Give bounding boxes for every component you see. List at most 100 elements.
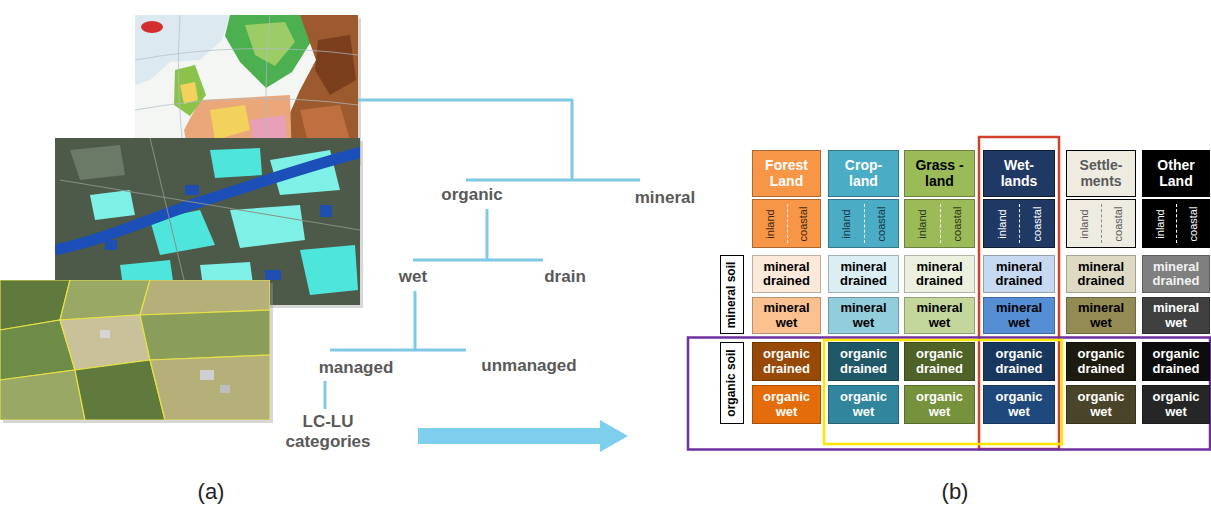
subcolumn-title: coastal — [1112, 206, 1124, 241]
tree-label: LC-LU categories — [278, 412, 378, 451]
land-cell: organic wet — [983, 385, 1055, 424]
column-title: Forest Land — [757, 158, 816, 189]
subcolumn-title: coastal — [1186, 206, 1198, 241]
soil-map-image — [245, 22, 295, 66]
column-title: Grass -land — [909, 158, 970, 189]
aerial-map-image — [55, 138, 360, 305]
subcolumn-title: coastal — [797, 206, 809, 241]
classification-tree — [324, 381, 327, 409]
cell-text: organic wet — [1071, 390, 1131, 419]
highlight-frame — [824, 340, 1062, 444]
row-title: mineral soil — [725, 261, 738, 328]
soil-map-image — [210, 105, 250, 140]
land-cell: mineral wet — [1066, 297, 1136, 334]
subcolumn-strip: inland coastal — [1142, 199, 1210, 248]
column-header: Settle- ments — [1066, 150, 1136, 197]
land-cell: organic drained — [1066, 342, 1136, 381]
subcolumn-title: inland — [1153, 209, 1165, 238]
subcolumn-title: coastal — [875, 206, 887, 241]
cell-text: organic drained — [909, 347, 970, 376]
land-cell: mineral drained — [983, 255, 1055, 293]
subcolumn-strip: inland coastal — [904, 199, 975, 248]
cell-text: organic wet — [757, 390, 816, 419]
aerial-map-image — [55, 152, 360, 250]
classification-tree — [486, 209, 489, 260]
classification-tree — [330, 349, 466, 352]
aerial-map-image — [185, 185, 199, 195]
column-title: Crop- land — [833, 158, 894, 189]
subcolumn-title: inland — [840, 209, 852, 238]
land-cell: mineral drained — [828, 255, 899, 293]
aerial-map-image — [90, 190, 135, 220]
land-cell: mineral drained — [904, 255, 975, 293]
field-parcels-image — [75, 360, 165, 420]
tree-label: organic — [441, 185, 502, 205]
cell-text: organic drained — [1071, 347, 1131, 376]
row-label: mineral soil — [720, 255, 744, 334]
aerial-map-image — [105, 240, 117, 250]
land-cell: organic wet — [828, 385, 899, 424]
subcolumn-strip: inland coastal — [983, 199, 1055, 248]
cell-text: organic wet — [1147, 390, 1205, 419]
classification-tree — [414, 291, 417, 350]
cell-text: mineral drained — [988, 260, 1050, 289]
land-cell: mineral wet — [904, 297, 975, 334]
cell-text: organic wet — [833, 390, 894, 419]
land-cell: organic drained — [828, 342, 899, 381]
subcolumn-title: inland — [995, 209, 1007, 238]
field-parcels-image — [150, 355, 270, 420]
land-cell: mineral wet — [983, 297, 1055, 334]
soil-map-image — [180, 82, 198, 104]
subcolumn-title: inland — [764, 209, 776, 238]
cell-text: mineral drained — [1147, 260, 1205, 289]
tree-label: unmanaged — [481, 356, 576, 376]
cell-text: organic drained — [833, 347, 894, 376]
field-parcels-image — [220, 385, 230, 393]
aerial-map-image — [70, 145, 125, 180]
field-parcels-image — [0, 280, 270, 420]
divider-line — [1176, 204, 1177, 243]
column-header: Other Land — [1142, 150, 1210, 197]
field-parcels-image — [0, 370, 85, 420]
soil-map-image — [315, 35, 356, 95]
land-cell: mineral wet — [752, 297, 821, 334]
column-title: Settle- ments — [1071, 158, 1131, 189]
cell-text: mineral drained — [833, 260, 894, 289]
land-cell: organic wet — [1142, 385, 1210, 424]
divider-line — [940, 204, 941, 243]
divider-line — [1019, 204, 1020, 243]
subcolumn-title: coastal — [1030, 206, 1042, 241]
cell-text: mineral drained — [1071, 260, 1131, 289]
cell-text: organic drained — [757, 347, 816, 376]
highlight-frame — [979, 137, 1059, 449]
cell-text: mineral drained — [909, 260, 970, 289]
field-parcels-image — [140, 310, 270, 360]
land-cell: organic wet — [1066, 385, 1136, 424]
field-parcels-image — [200, 370, 214, 380]
cell-text: organic drained — [1147, 347, 1205, 376]
cell-text: mineral wet — [757, 301, 816, 330]
subcolumn-title: coastal — [951, 206, 963, 241]
land-cell: mineral drained — [752, 255, 821, 293]
aerial-map-image — [210, 148, 262, 178]
tree-label: managed — [319, 358, 394, 378]
block-arrow — [418, 420, 628, 452]
classification-tree — [413, 259, 543, 262]
land-cell: organic drained — [1142, 342, 1210, 381]
subcolumn-strip: inland coastal — [752, 199, 821, 248]
subcolumn-title: inland — [1078, 209, 1090, 238]
tree-label: drain — [544, 267, 586, 287]
column-header: Crop- land — [828, 150, 899, 197]
cell-text: mineral drained — [757, 260, 816, 289]
land-cell: organic drained — [752, 342, 821, 381]
cell-text: mineral wet — [909, 301, 970, 330]
field-parcels-image — [140, 280, 270, 315]
cell-text: organic wet — [988, 390, 1050, 419]
land-cell: organic drained — [904, 342, 975, 381]
subcolumn-title: inland — [916, 209, 928, 238]
cell-text: organic drained — [988, 347, 1050, 376]
aerial-map-image — [265, 270, 281, 280]
field-parcels-image — [60, 280, 150, 320]
tree-label: wet — [399, 267, 427, 287]
column-header: Grass -land — [904, 150, 975, 197]
